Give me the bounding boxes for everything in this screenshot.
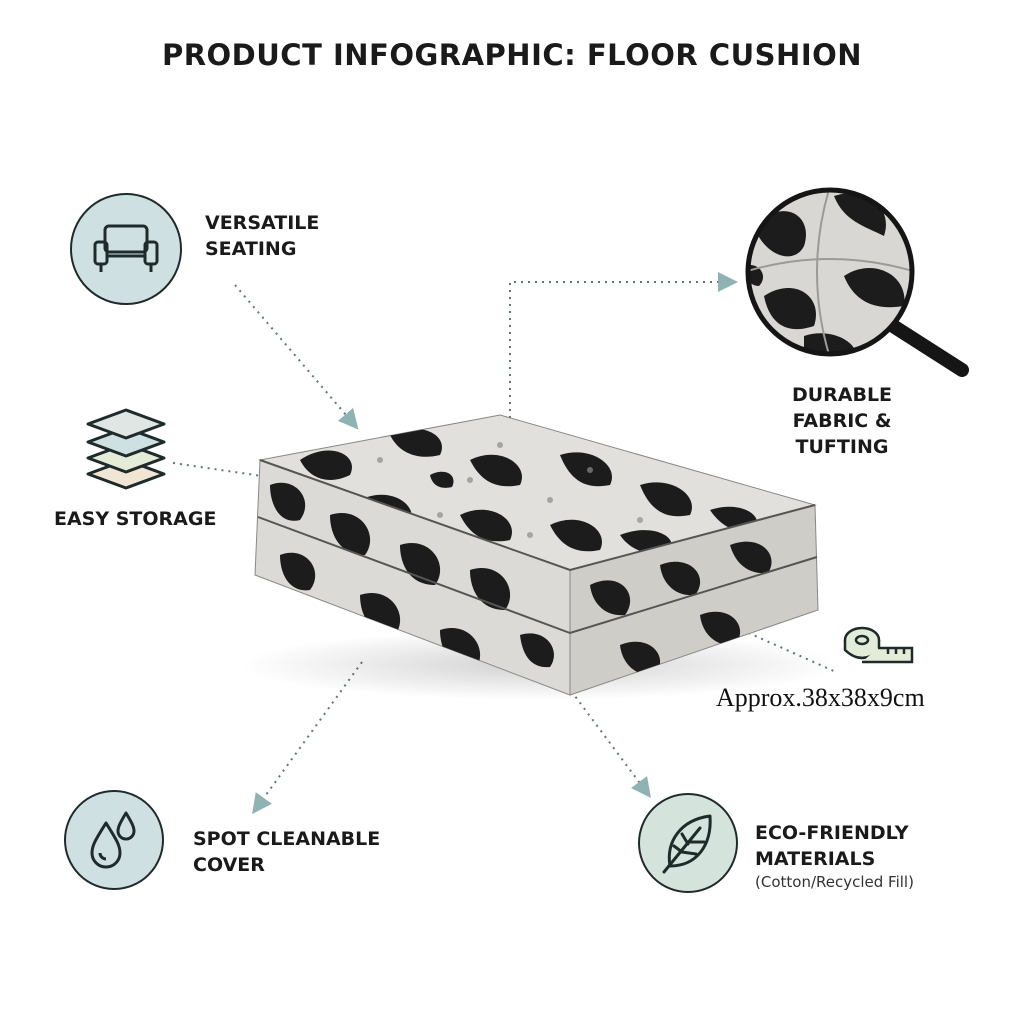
eco-friendly-label: ECO-FRIENDLY MATERIALS (Cotton/Recycled … [755,822,914,891]
magnifier-icon [745,187,969,377]
tufting-dimples [377,442,643,538]
versatile-seating-label: VERSATILE SEATING [205,212,320,260]
armchair-icon [93,224,159,272]
stacked-layers-icon [86,408,166,490]
measuring-tape-icon [843,626,914,664]
eco-friendly-badge [638,793,738,893]
fabric-closeup [748,190,912,354]
durable-fabric-label: DURABLE FABRIC & TUFTING [791,384,893,458]
storage-connector [172,462,263,477]
floor-cushion-image [240,414,830,700]
leaf-icon [662,814,712,874]
spot-cleanable-label: SPOT CLEANABLE COVER [193,828,381,876]
fabric-connector [509,272,738,425]
versatile-connector [234,284,359,430]
versatile-seating-badge [70,193,182,305]
water-drops-icon [90,811,136,869]
spot-cleanable-badge [64,790,164,890]
easy-storage-label: EASY STORAGE [54,508,217,530]
page-title: PRODUCT INFOGRAPHIC: FLOOR CUSHION [161,38,863,72]
